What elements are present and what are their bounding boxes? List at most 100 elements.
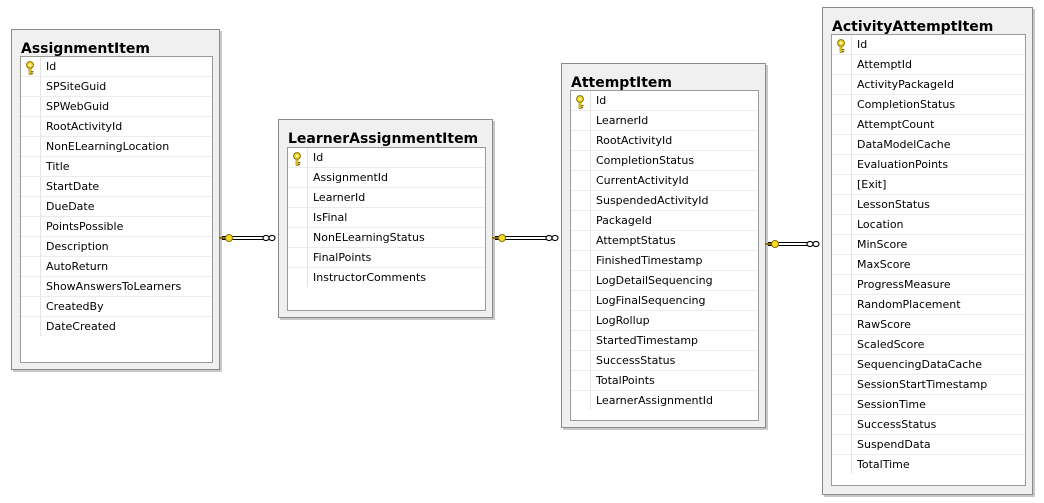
column-name: SequencingDataCache: [857, 358, 982, 371]
column-name: SessionStartTimestamp: [857, 378, 988, 391]
column-row[interactable]: SequencingDataCache: [832, 355, 1025, 375]
column-row[interactable]: CreatedBy: [21, 297, 212, 317]
table-learner-assignment-item[interactable]: LearnerAssignmentItem Id AssignmentId Le…: [278, 119, 493, 318]
table-activity-attempt-item[interactable]: ActivityAttemptItem Id AttemptId Activit…: [822, 7, 1033, 495]
relationship-attempt-activity[interactable]: [765, 240, 820, 248]
column-row[interactable]: SessionTime: [832, 395, 1025, 415]
column-row[interactable]: EvaluationPoints: [832, 155, 1025, 175]
column-row[interactable]: Title: [21, 157, 212, 177]
column-row[interactable]: SuspendedActivityId: [571, 191, 758, 211]
column-row[interactable]: Id: [571, 91, 758, 111]
column-name: Id: [46, 60, 57, 73]
column-row[interactable]: PointsPossible: [21, 217, 212, 237]
column-row[interactable]: DueDate: [21, 197, 212, 217]
many-end-infinity-icon: [806, 240, 820, 248]
column-name: CreatedBy: [46, 300, 104, 313]
column-name: StartedTimestamp: [596, 334, 699, 347]
column-name: NonELearningLocation: [46, 140, 170, 153]
column-row[interactable]: FinishedTimestamp: [571, 251, 758, 271]
column-name: TotalPoints: [596, 374, 655, 387]
column-grid: Id SPSiteGuid SPWebGuid RootActivityId N…: [20, 56, 213, 363]
column-name: LessonStatus: [857, 198, 930, 211]
column-name: TotalTime: [857, 458, 910, 471]
column-row[interactable]: PackageId: [571, 211, 758, 231]
table-title: ActivityAttemptItem: [832, 19, 994, 35]
column-name: AutoReturn: [46, 260, 109, 273]
relationship-learner-attempt[interactable]: [492, 234, 559, 242]
column-row[interactable]: ScaledScore: [832, 335, 1025, 355]
relationship-assignment-learner[interactable]: [219, 234, 276, 242]
column-row[interactable]: Description: [21, 237, 212, 257]
column-grid: Id LearnerId RootActivityId CompletionSt…: [570, 90, 759, 421]
column-row[interactable]: Id: [832, 35, 1025, 55]
column-row[interactable]: SuccessStatus: [571, 351, 758, 371]
column-row[interactable]: AssignmentId: [288, 168, 485, 188]
column-row[interactable]: StartDate: [21, 177, 212, 197]
column-row[interactable]: SuccessStatus: [832, 415, 1025, 435]
column-name: RootActivityId: [596, 134, 673, 147]
column-name: Title: [46, 160, 70, 173]
column-row[interactable]: [Exit]: [832, 175, 1025, 195]
column-row[interactable]: ActivityPackageId: [832, 75, 1025, 95]
column-row[interactable]: InstructorComments: [288, 268, 485, 288]
table-assignment-item[interactable]: AssignmentItem Id SPSiteGuid SPWebGuid R…: [11, 29, 220, 370]
column-row[interactable]: SPWebGuid: [21, 97, 212, 117]
column-row[interactable]: TotalPoints: [571, 371, 758, 391]
column-row[interactable]: SessionStartTimestamp: [832, 375, 1025, 395]
column-row[interactable]: StartedTimestamp: [571, 331, 758, 351]
column-row[interactable]: RawScore: [832, 315, 1025, 335]
column-row[interactable]: Location: [832, 215, 1025, 235]
column-name: InstructorComments: [313, 271, 426, 284]
column-name: LogFinalSequencing: [596, 294, 706, 307]
column-row[interactable]: LogDetailSequencing: [571, 271, 758, 291]
column-name: MaxScore: [857, 258, 911, 271]
column-row[interactable]: NonELearningLocation: [21, 137, 212, 157]
column-name: FinalPoints: [313, 251, 372, 264]
column-name: [Exit]: [857, 178, 887, 191]
column-name: AttemptStatus: [596, 234, 676, 247]
column-name: CurrentActivityId: [596, 174, 689, 187]
column-row[interactable]: SuspendData: [832, 435, 1025, 455]
column-row[interactable]: LessonStatus: [832, 195, 1025, 215]
column-name: AttemptCount: [857, 118, 935, 131]
column-row[interactable]: RandomPlacement: [832, 295, 1025, 315]
column-row[interactable]: CompletionStatus: [832, 95, 1025, 115]
column-row[interactable]: Id: [21, 57, 212, 77]
column-row[interactable]: LearnerAssignmentId: [571, 391, 758, 411]
column-row[interactable]: DateCreated: [21, 317, 212, 337]
column-row[interactable]: IsFinal: [288, 208, 485, 228]
column-row[interactable]: LogFinalSequencing: [571, 291, 758, 311]
column-name: SPWebGuid: [46, 100, 110, 113]
primary-key-icon: [25, 60, 37, 75]
column-row[interactable]: MinScore: [832, 235, 1025, 255]
column-row[interactable]: FinalPoints: [288, 248, 485, 268]
column-row[interactable]: AttemptStatus: [571, 231, 758, 251]
column-row[interactable]: LearnerId: [571, 111, 758, 131]
column-row[interactable]: LearnerId: [288, 188, 485, 208]
column-row[interactable]: ShowAnswersToLearners: [21, 277, 212, 297]
column-name: LearnerId: [313, 191, 366, 204]
primary-key-icon: [836, 38, 848, 53]
column-row[interactable]: RootActivityId: [571, 131, 758, 151]
column-name: MinScore: [857, 238, 908, 251]
column-row[interactable]: NonELearningStatus: [288, 228, 485, 248]
column-row[interactable]: RootActivityId: [21, 117, 212, 137]
column-row[interactable]: Id: [288, 148, 485, 168]
column-row[interactable]: AttemptCount: [832, 115, 1025, 135]
column-row[interactable]: DataModelCache: [832, 135, 1025, 155]
column-name: CompletionStatus: [596, 154, 695, 167]
column-row[interactable]: MaxScore: [832, 255, 1025, 275]
table-attempt-item[interactable]: AttemptItem Id LearnerId RootActivityId …: [561, 63, 766, 428]
column-name: Id: [313, 151, 324, 164]
column-row[interactable]: SPSiteGuid: [21, 77, 212, 97]
column-row[interactable]: ProgressMeasure: [832, 275, 1025, 295]
column-row[interactable]: LogRollup: [571, 311, 758, 331]
column-row[interactable]: TotalTime: [832, 455, 1025, 475]
column-row[interactable]: CurrentActivityId: [571, 171, 758, 191]
column-name: SessionTime: [857, 398, 926, 411]
column-row[interactable]: AttemptId: [832, 55, 1025, 75]
column-row[interactable]: CompletionStatus: [571, 151, 758, 171]
column-row[interactable]: AutoReturn: [21, 257, 212, 277]
one-end-key-icon: [492, 234, 506, 242]
column-name: ProgressMeasure: [857, 278, 951, 291]
